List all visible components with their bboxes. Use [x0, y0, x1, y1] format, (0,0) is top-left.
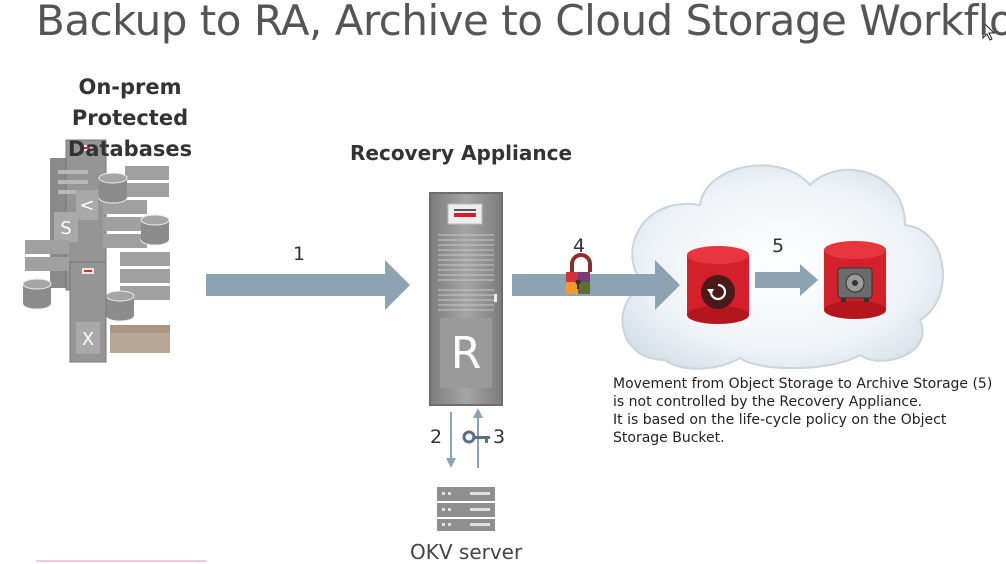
padlock-icon	[566, 253, 592, 294]
onprem-label: On-prem Protected Databases	[67, 75, 193, 161]
onprem-servers: < S	[22, 139, 170, 363]
arrow-3	[473, 408, 483, 468]
svg-text:<: <	[79, 195, 94, 216]
restore-icon	[707, 289, 714, 295]
recovery-appliance-label: Recovery Appliance	[350, 141, 573, 165]
step-2-label: 2	[430, 426, 443, 448]
arrow-2	[446, 412, 456, 468]
arrow-5	[755, 264, 818, 296]
step-1-label: 1	[293, 243, 306, 265]
step-3-label: 3	[493, 426, 506, 448]
ra-letter: R	[451, 328, 482, 379]
server-letter-s: S	[60, 218, 71, 239]
note-line-2: It is based on the life-cycle policy on …	[613, 412, 947, 446]
decorative-line	[36, 560, 206, 562]
server-letter-x: X	[82, 329, 94, 350]
arrow-1	[206, 260, 410, 310]
page-title: Backup to RA, Archive to Cloud Storage W…	[36, 0, 1006, 45]
vault-icon	[837, 267, 873, 302]
note-line-1: Movement from Object Storage to Archive …	[613, 376, 993, 410]
recovery-appliance-icon: R	[429, 192, 503, 406]
cursor-icon	[982, 20, 996, 41]
cloud-icon	[621, 164, 944, 370]
step-4-label: 4	[573, 235, 586, 257]
key-icon	[462, 430, 490, 444]
object-storage-database-icon	[687, 246, 749, 324]
arrow-4	[512, 260, 680, 310]
note-text: Movement from Object Storage to Archive …	[613, 375, 993, 447]
step-5-label: 5	[772, 235, 785, 257]
okv-server-label: OKV server	[410, 540, 523, 564]
archive-storage-database-icon	[824, 241, 886, 319]
okv-server-icon	[437, 487, 495, 531]
